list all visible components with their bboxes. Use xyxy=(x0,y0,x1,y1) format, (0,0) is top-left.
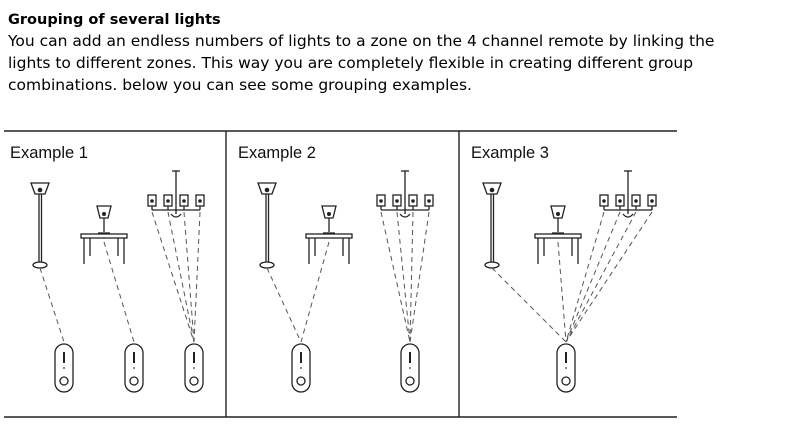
example-panel: Example 2 xyxy=(238,144,434,393)
link-dashed-line xyxy=(557,241,567,343)
example-panel: Example 3 xyxy=(471,144,657,393)
remote-button xyxy=(405,376,415,386)
remote-button xyxy=(296,376,306,386)
chandelier-bulb-icon xyxy=(182,199,186,203)
link-dashed-line xyxy=(409,211,414,343)
table-lamp-bulb-icon xyxy=(327,212,331,216)
floor-lamp-base xyxy=(32,261,48,269)
link-dashed-line xyxy=(380,211,411,343)
chandelier-bulb-icon xyxy=(198,199,202,203)
link-dashed-line xyxy=(39,267,65,343)
link-dashed-line xyxy=(565,211,653,343)
chandelier-bulb-icon xyxy=(427,199,431,203)
remote-button xyxy=(189,376,199,386)
intro-text: Grouping of several lights You can add a… xyxy=(8,10,788,96)
table-top xyxy=(305,233,353,239)
chandelier-bulb-icon xyxy=(618,199,622,203)
floor-lamp-bulb-icon xyxy=(264,187,270,193)
intro-line: combinations. below you can see some gro… xyxy=(8,76,472,94)
link-dashed-line xyxy=(396,211,411,343)
chandelier-bulb-icon xyxy=(634,199,638,203)
chandelier-center xyxy=(622,188,634,218)
link-dashed-line xyxy=(193,211,201,343)
remote-zone-dot xyxy=(133,367,135,369)
chandelier-bulb-icon xyxy=(379,199,383,203)
floor-lamp-base xyxy=(259,261,275,269)
table-top xyxy=(80,233,128,239)
link-dashed-line xyxy=(266,267,302,343)
chandelier-bulb-icon xyxy=(411,199,415,203)
remote-zone-dot xyxy=(409,367,411,369)
chandelier-center xyxy=(399,188,411,218)
intro-body: You can add an endless numbers of lights… xyxy=(8,30,788,96)
chandelier-center xyxy=(170,188,182,218)
chandelier-bulb-icon xyxy=(602,199,606,203)
grouping-examples-diagram: Example 1 Example 2 Example 3 xyxy=(4,130,677,418)
chandelier-bulb-icon xyxy=(166,199,170,203)
remote-button xyxy=(129,376,139,386)
intro-title: Grouping of several lights xyxy=(8,12,221,28)
link-dashed-line xyxy=(103,241,135,343)
link-dashed-line xyxy=(491,267,567,343)
intro-line: You can add an endless numbers of lights… xyxy=(8,32,715,50)
link-dashed-line xyxy=(565,211,605,343)
table-lamp-bulb-icon xyxy=(556,212,560,216)
example-panel: Example 1 xyxy=(10,144,205,393)
link-dashed-line xyxy=(565,211,621,343)
remote-zone-dot xyxy=(193,367,195,369)
link-dashed-line xyxy=(409,211,430,343)
floor-lamp-bulb-icon xyxy=(489,187,495,193)
remote-button xyxy=(59,376,69,386)
example-title: Example 1 xyxy=(10,144,88,162)
link-dashed-line xyxy=(183,211,195,343)
table-lamp-bulb-icon xyxy=(102,212,106,216)
remote-zone-dot xyxy=(565,367,567,369)
remote-zone-dot xyxy=(63,367,65,369)
link-dashed-line xyxy=(565,211,637,343)
link-dashed-line xyxy=(300,241,330,343)
remote-zone-dot xyxy=(300,367,302,369)
example-title: Example 2 xyxy=(238,144,316,162)
floor-lamp-base xyxy=(484,261,500,269)
chandelier-bulb-icon xyxy=(395,199,399,203)
floor-lamp-bulb-icon xyxy=(37,187,43,193)
chandelier-bulb-icon xyxy=(650,199,654,203)
link-dashed-line xyxy=(151,211,195,343)
link-dashed-line xyxy=(167,211,195,343)
chandelier-bulb-icon xyxy=(150,199,154,203)
remote-button xyxy=(561,376,571,386)
table-top xyxy=(534,233,582,239)
intro-line: lights to different zones. This way you … xyxy=(8,54,694,72)
example-title: Example 3 xyxy=(471,144,549,162)
